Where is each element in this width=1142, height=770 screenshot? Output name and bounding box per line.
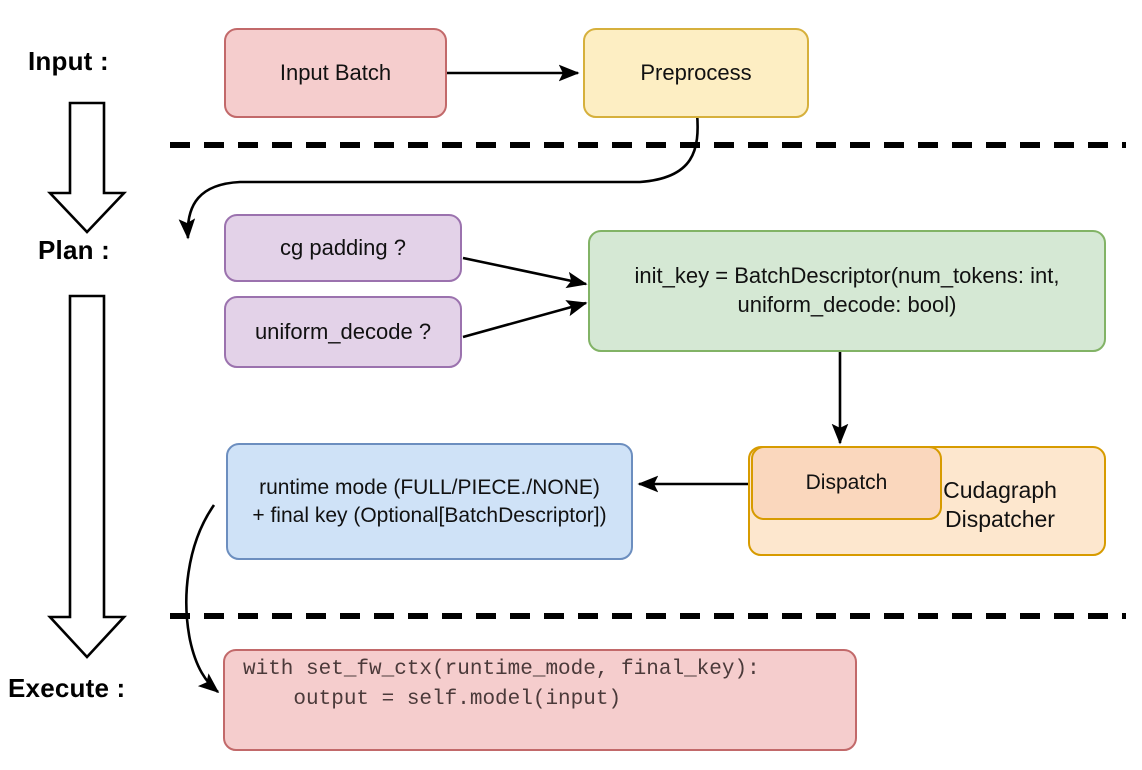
node-cg-padding[interactable]: cg padding ? xyxy=(224,214,462,282)
stage-label-execute: Execute : xyxy=(8,673,126,703)
node-init-key-line-2: uniform_decode: bool) xyxy=(737,292,957,317)
stage-label-plan: Plan : xyxy=(38,235,110,265)
node-input-batch[interactable]: Input Batch xyxy=(224,28,447,118)
node-execute-code-line-1: with set_fw_ctx(runtime_mode, final_key)… xyxy=(243,658,760,681)
node-runtime-mode-line-2: + final key (Optional[BatchDescriptor]) xyxy=(252,503,607,527)
plan-to-execute-block-arrow xyxy=(47,294,127,659)
node-dispatch[interactable]: Dispatch xyxy=(751,446,942,520)
arrow-uniform-decode-to-init-key xyxy=(462,300,588,339)
node-execute-code-line-2: output = self.model(input) xyxy=(243,688,622,712)
node-cg-padding-label: cg padding ? xyxy=(280,234,406,260)
node-uniform-decode[interactable]: uniform_decode ? xyxy=(224,296,462,368)
node-init-key-line-1: init_key = BatchDescriptor(num_tokens: i… xyxy=(634,263,1060,289)
node-input-batch-label: Input Batch xyxy=(279,59,392,85)
arrow-runtime-mode-to-execute-code xyxy=(185,504,220,693)
stage-label-input: Input : xyxy=(28,46,109,76)
node-init-key[interactable]: init_key = BatchDescriptor(num_tokens: i… xyxy=(588,230,1106,352)
arrow-cg-padding-to-init-key xyxy=(462,256,588,289)
node-runtime-mode[interactable]: runtime mode (FULL/PIECE./NONE) + final … xyxy=(226,443,633,560)
node-preprocess-label: Preprocess xyxy=(640,59,752,85)
node-preprocess[interactable]: Preprocess xyxy=(583,28,809,118)
node-dispatch-label: Dispatch xyxy=(805,471,888,495)
node-execute-code[interactable]: with set_fw_ctx(runtime_mode, final_key)… xyxy=(223,649,857,751)
node-uniform-decode-label: uniform_decode ? xyxy=(254,318,432,344)
node-runtime-mode-line-1: runtime mode (FULL/PIECE./NONE) xyxy=(259,476,600,500)
input-to-plan-block-arrow xyxy=(46,101,128,234)
node-cudagraph-dispatcher-label: Cudagraph Dispatcher xyxy=(943,477,1057,533)
